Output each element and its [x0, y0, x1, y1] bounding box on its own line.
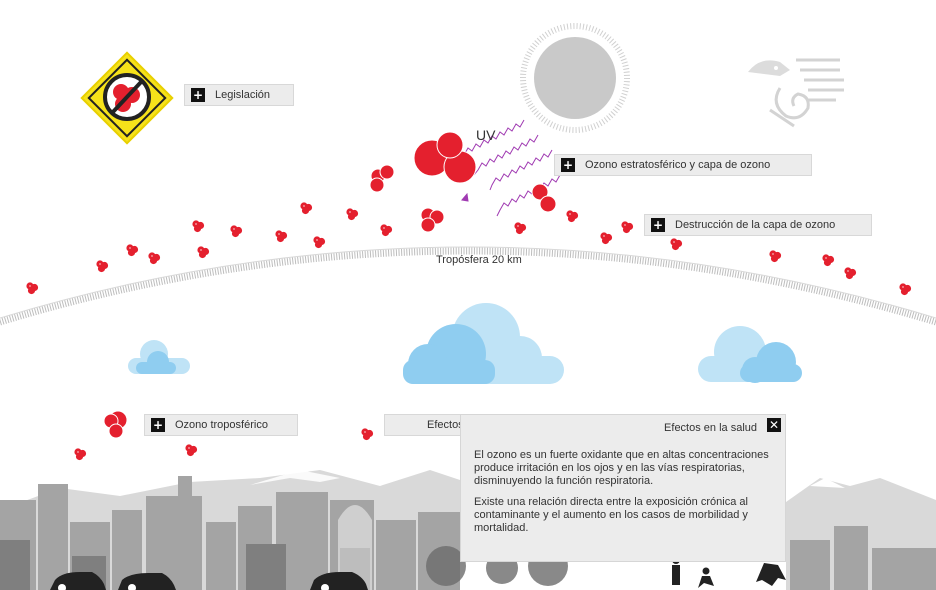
troposphere-arc [0, 247, 936, 326]
uv-label: UV [476, 127, 496, 143]
ozono-troposferico-label: Ozono troposférico [175, 419, 268, 431]
efectos-button[interactable]: Efectos [384, 414, 474, 436]
troposphere-arc-edge [0, 246, 936, 319]
popup-paragraph-1: El ozono es un fuerte oxidante que en al… [474, 449, 769, 487]
close-icon[interactable]: ✕ [767, 418, 781, 432]
legislacion-label: Legislación [215, 89, 271, 101]
cloud-large [403, 303, 564, 384]
ozono-troposferico-button[interactable]: + Ozono troposférico [144, 414, 298, 436]
troposphere-label: Tropósfera 20 km [436, 254, 522, 266]
destruccion-capa-label: Destrucción de la capa de ozono [675, 219, 836, 231]
efectos-label: Efectos [427, 419, 464, 431]
no-ozone-sign-icon[interactable] [79, 50, 175, 146]
destruccion-capa-button[interactable]: + Destrucción de la capa de ozono [644, 214, 872, 236]
popup-title: Efectos en la salud [664, 422, 757, 434]
cloud-right [698, 326, 802, 383]
ozone-molecule-medium [103, 164, 557, 439]
legislacion-button[interactable]: + Legislación [184, 84, 294, 106]
ozone-molecule-large [413, 131, 477, 184]
popup-paragraph-2: Existe una relación directa entre la exp… [474, 496, 748, 534]
cloud-left [128, 340, 190, 374]
health-effects-popup: Efectos en la salud ✕ El ozono es un fue… [460, 414, 786, 562]
ozono-estratosferico-button[interactable]: + Ozono estratosférico y capa de ozono [554, 154, 812, 176]
uv-rays [461, 119, 561, 217]
popup-body: El ozono es un fuerte oxidante que en al… [474, 449, 769, 543]
sun-icon [520, 23, 630, 133]
plus-icon: + [191, 88, 205, 102]
plus-icon: + [151, 418, 165, 432]
ozono-estratosferico-label: Ozono estratosférico y capa de ozono [585, 159, 771, 171]
aztec-bird-logo-icon [748, 58, 844, 128]
plus-icon: + [651, 218, 665, 232]
cars [50, 572, 368, 590]
plus-icon: + [561, 158, 575, 172]
